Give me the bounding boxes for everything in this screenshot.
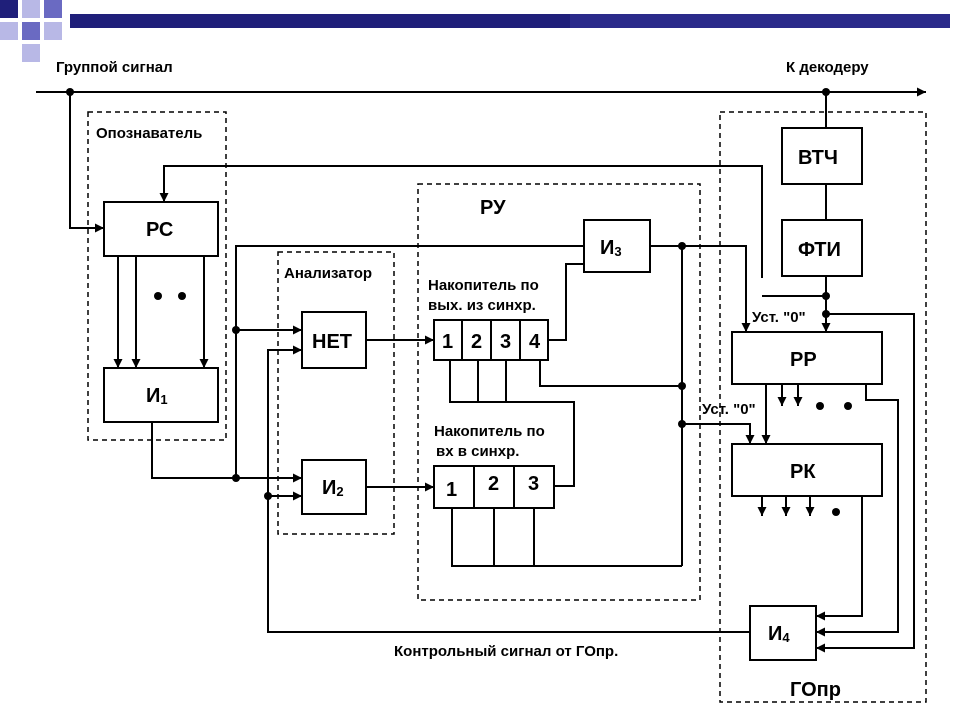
accumulator-out-cell: 4 [529, 331, 541, 353]
ellipsis-dot [844, 402, 852, 410]
ellipsis-dot [154, 292, 162, 300]
accumulator-out-title-1: Накопитель по [428, 277, 539, 294]
block-rr [731, 331, 883, 385]
accumulator-in-title-1: Накопитель по [434, 423, 545, 440]
accumulator-out-cell: 3 [500, 331, 511, 353]
vtch-label: ВТЧ [798, 147, 838, 169]
control-signal-label: Контрольный сигнал от ГОпр. [394, 643, 618, 660]
analyzer-frame [277, 251, 395, 535]
identifier-label: Опознаватель [96, 125, 202, 142]
block-i4 [749, 605, 817, 661]
i3-label: И3 [600, 237, 622, 259]
gopr-frame [719, 111, 927, 703]
gopr-label: ГОпр [790, 679, 841, 701]
accumulator-in-cell: 2 [488, 473, 499, 495]
fti-label: ФТИ [798, 239, 841, 261]
ellipsis-dot [816, 402, 824, 410]
ellipsis-dot [178, 292, 186, 300]
block-vtch [781, 127, 863, 185]
block-rk [731, 443, 883, 497]
rs-label: РС [146, 219, 173, 241]
i2-label: И2 [322, 477, 344, 499]
accumulator-out-cell: 1 [442, 331, 453, 353]
wires [69, 92, 915, 653]
to-decoder-label: К декодеру [786, 59, 869, 76]
ru-frame [417, 183, 701, 601]
identifier-frame [87, 111, 227, 441]
accumulator-in-title-2: вх в синхр. [436, 443, 519, 460]
accumulator-in-cell: 3 [528, 473, 539, 495]
reset-label-bottom: Уст. "0" [702, 401, 756, 418]
reset-label-top: Уст. "0" [752, 309, 806, 326]
rk-label: РК [790, 461, 816, 483]
analyzer-label: Анализатор [284, 265, 372, 282]
i4-label: И4 [768, 623, 790, 645]
i1-label: И1 [146, 385, 168, 407]
accumulator-out-title-2: вых. из синхр. [428, 297, 536, 314]
ellipsis-dot [832, 508, 840, 516]
ru-label: РУ [480, 197, 506, 219]
net-label: НЕТ [312, 331, 352, 353]
block-i2 [301, 459, 367, 515]
group-signal-label: Группой сигнал [56, 59, 173, 76]
accumulator-out-cell: 2 [471, 331, 482, 353]
rr-label: РР [790, 349, 817, 371]
block-i1 [103, 367, 219, 423]
accumulator-in-cell: 1 [446, 479, 457, 501]
header-decoration [0, 0, 950, 62]
block-fti [781, 219, 863, 277]
